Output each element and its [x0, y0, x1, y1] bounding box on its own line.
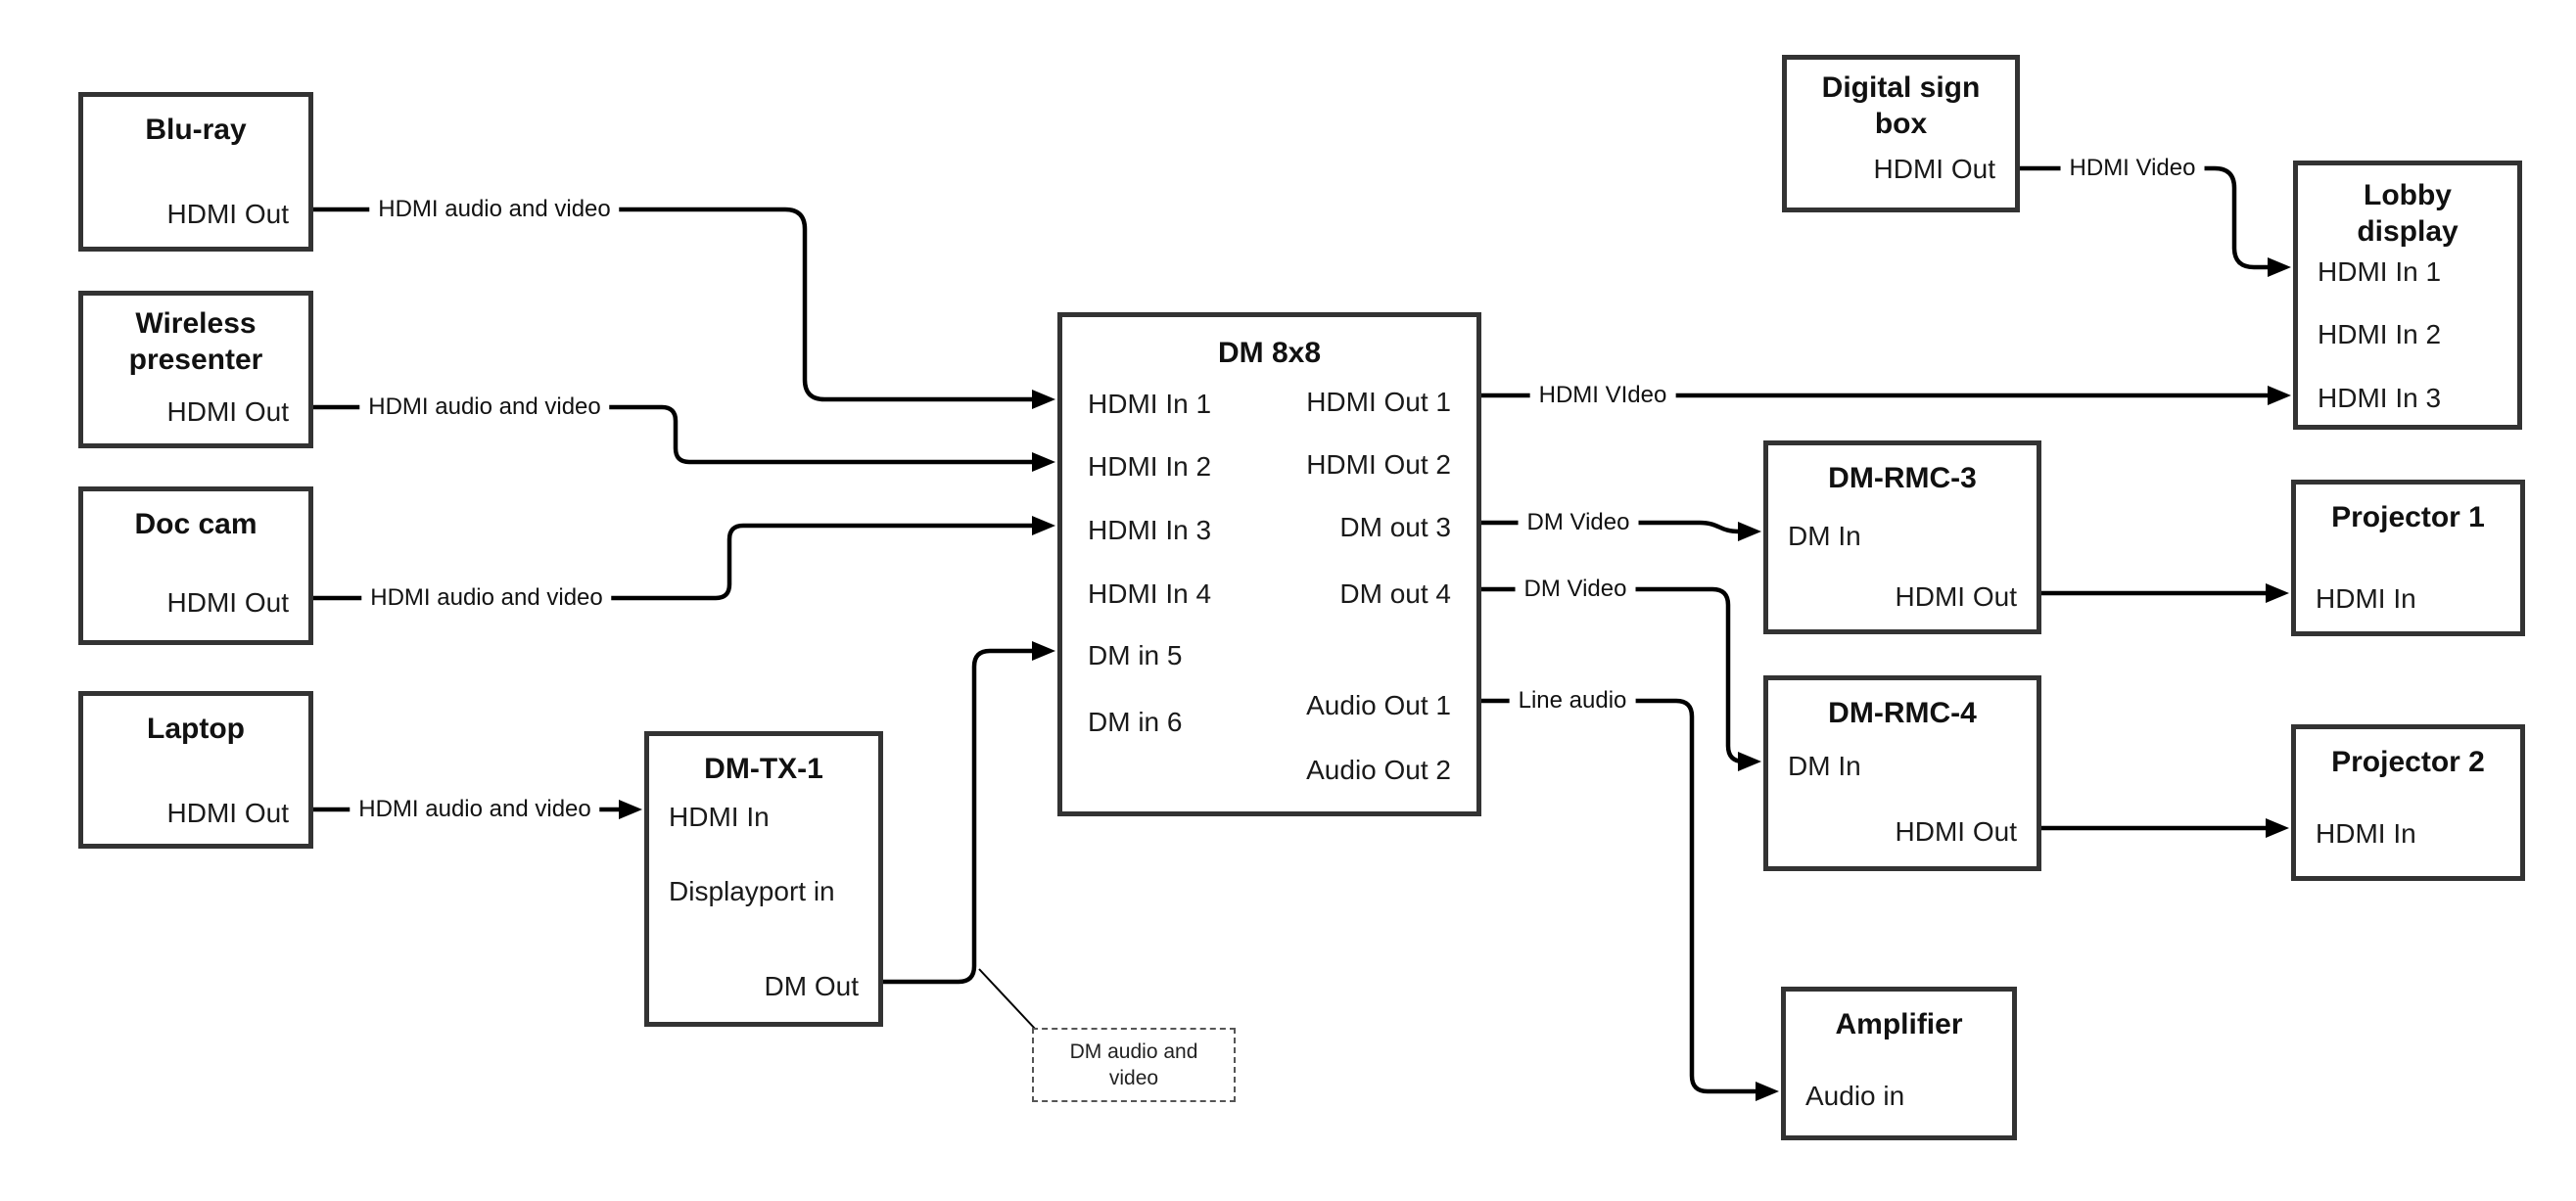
note-text: DM audio and video: [1069, 1040, 1198, 1089]
port-proj2-hdmi-in: HDMI In: [2316, 818, 2416, 849]
node-title: DM-RMC-3: [1828, 462, 1977, 494]
node-dmtx1: DM-TX-1 HDMI In Displayport in DM Out: [644, 731, 883, 1027]
port-laptop-hdmi-out: HDMI Out: [166, 798, 289, 828]
wire-label-digitalsign: HDMI Video: [2060, 153, 2205, 184]
port-dm8x8-hdmi-in-4: HDMI In 4: [1088, 578, 1212, 609]
port-dm8x8-hdmi-in-3: HDMI In 3: [1088, 515, 1212, 545]
wire-dmtx1-to-dm8x8-in5: [883, 641, 1055, 985]
wire-label-wireless: HDMI audio and video: [359, 392, 610, 423]
port-lobby-hdmi-in-2: HDMI In 2: [2318, 319, 2442, 349]
node-laptop: Laptop HDMI Out: [78, 691, 313, 849]
port-doccam-hdmi-out: HDMI Out: [166, 587, 289, 618]
port-dmrmc3-dm-in: DM In: [1788, 521, 1861, 551]
wire-dm8x8-audioout1-to-amplifier: [1481, 698, 1779, 1101]
wire-wireless-to-dm8x8-in2: [313, 404, 1055, 472]
wire-label-dm-out-4: DM Video: [1515, 574, 1636, 605]
wire-label-hdmi-out-1: HDMI VIdeo: [1529, 380, 1676, 411]
port-dmtx1-displayport-in: Displayport in: [669, 876, 835, 906]
port-dmtx1-hdmi-in: HDMI In: [669, 802, 770, 832]
port-dm8x8-dm-in-5: DM in 5: [1088, 640, 1183, 670]
node-title: Lobby display: [2357, 179, 2459, 248]
node-title: Doc cam: [134, 508, 258, 540]
port-dm8x8-dm-in-6: DM in 6: [1088, 707, 1183, 737]
port-amplifier-audio-in: Audio in: [1805, 1081, 1905, 1111]
wire-bluray-to-dm8x8-in1: [313, 207, 1055, 409]
wire-digitalsign-to-lobby-in1: [2020, 165, 2291, 277]
port-dmrmc4-hdmi-out: HDMI Out: [1895, 816, 2017, 847]
node-doccam: Doc cam HDMI Out: [78, 486, 313, 645]
node-title: Blu-ray: [145, 114, 247, 146]
node-title: Wireless presenter: [128, 307, 263, 376]
port-dmrmc4-dm-in: DM In: [1788, 751, 1861, 781]
port-dm8x8-dm-out-3: DM out 3: [1339, 512, 1451, 542]
port-digitalsign-hdmi-out: HDMI Out: [1873, 154, 1995, 184]
wire-label-doccam: HDMI audio and video: [361, 582, 612, 614]
wire-label-dm-out-3: DM Video: [1518, 507, 1639, 538]
port-dmtx1-dm-out: DM Out: [764, 971, 859, 1001]
wire-label-bluray: HDMI audio and video: [369, 194, 620, 225]
note-dm-audio-video: DM audio and video: [1032, 1028, 1236, 1102]
port-dm8x8-hdmi-in-1: HDMI In 1: [1088, 389, 1212, 419]
wire-doccam-to-dm8x8-in3: [313, 516, 1055, 601]
node-wireless-presenter: Wireless presenter HDMI Out: [78, 291, 313, 448]
port-dm8x8-dm-out-4: DM out 4: [1339, 578, 1451, 609]
port-lobby-hdmi-in-1: HDMI In 1: [2318, 256, 2442, 287]
wire-label-audio-out-1: Line audio: [1509, 685, 1636, 716]
port-proj1-hdmi-in: HDMI In: [2316, 583, 2416, 614]
node-amplifier: Amplifier Audio in: [1781, 987, 2017, 1140]
node-digital-sign-box: Digital sign box HDMI Out: [1782, 55, 2020, 212]
note-callout-line: [978, 968, 1037, 1031]
port-lobby-hdmi-in-3: HDMI In 3: [2318, 383, 2442, 413]
port-dm8x8-audio-out-1: Audio Out 1: [1306, 690, 1451, 720]
node-title: Projector 1: [2331, 501, 2485, 533]
wire-label-laptop: HDMI audio and video: [350, 794, 600, 825]
port-wireless-hdmi-out: HDMI Out: [166, 396, 289, 427]
node-dmrmc3: DM-RMC-3 DM In HDMI Out: [1763, 440, 2041, 634]
port-dm8x8-audio-out-2: Audio Out 2: [1306, 755, 1451, 785]
node-title: DM-TX-1: [704, 753, 823, 785]
port-bluray-hdmi-out: HDMI Out: [166, 199, 289, 229]
node-title: Digital sign box: [1821, 71, 1981, 140]
node-title: DM 8x8: [1217, 337, 1322, 369]
port-dm8x8-hdmi-out-1: HDMI Out 1: [1306, 387, 1451, 417]
node-dm8x8: DM 8x8 HDMI In 1 HDMI In 2 HDMI In 3 HDM…: [1057, 312, 1481, 816]
node-projector1: Projector 1 HDMI In: [2291, 480, 2525, 636]
node-projector2: Projector 2 HDMI In: [2291, 724, 2525, 881]
port-dm8x8-hdmi-in-2: HDMI In 2: [1088, 451, 1212, 482]
port-dmrmc3-hdmi-out: HDMI Out: [1895, 581, 2017, 612]
node-bluray: Blu-ray HDMI Out: [78, 92, 313, 252]
node-title: DM-RMC-4: [1828, 697, 1977, 729]
wire-dm8x8-out3-to-dmrmc3: [1481, 520, 1761, 541]
node-title: Laptop: [147, 713, 245, 745]
node-title: Projector 2: [2331, 746, 2485, 778]
node-lobby-display: Lobby display HDMI In 1 HDMI In 2 HDMI I…: [2293, 161, 2522, 430]
port-dm8x8-hdmi-out-2: HDMI Out 2: [1306, 449, 1451, 480]
node-title: Amplifier: [1835, 1008, 1963, 1040]
node-dmrmc4: DM-RMC-4 DM In HDMI Out: [1763, 675, 2041, 871]
wire-dm8x8-out4-to-dmrmc4: [1481, 586, 1761, 771]
